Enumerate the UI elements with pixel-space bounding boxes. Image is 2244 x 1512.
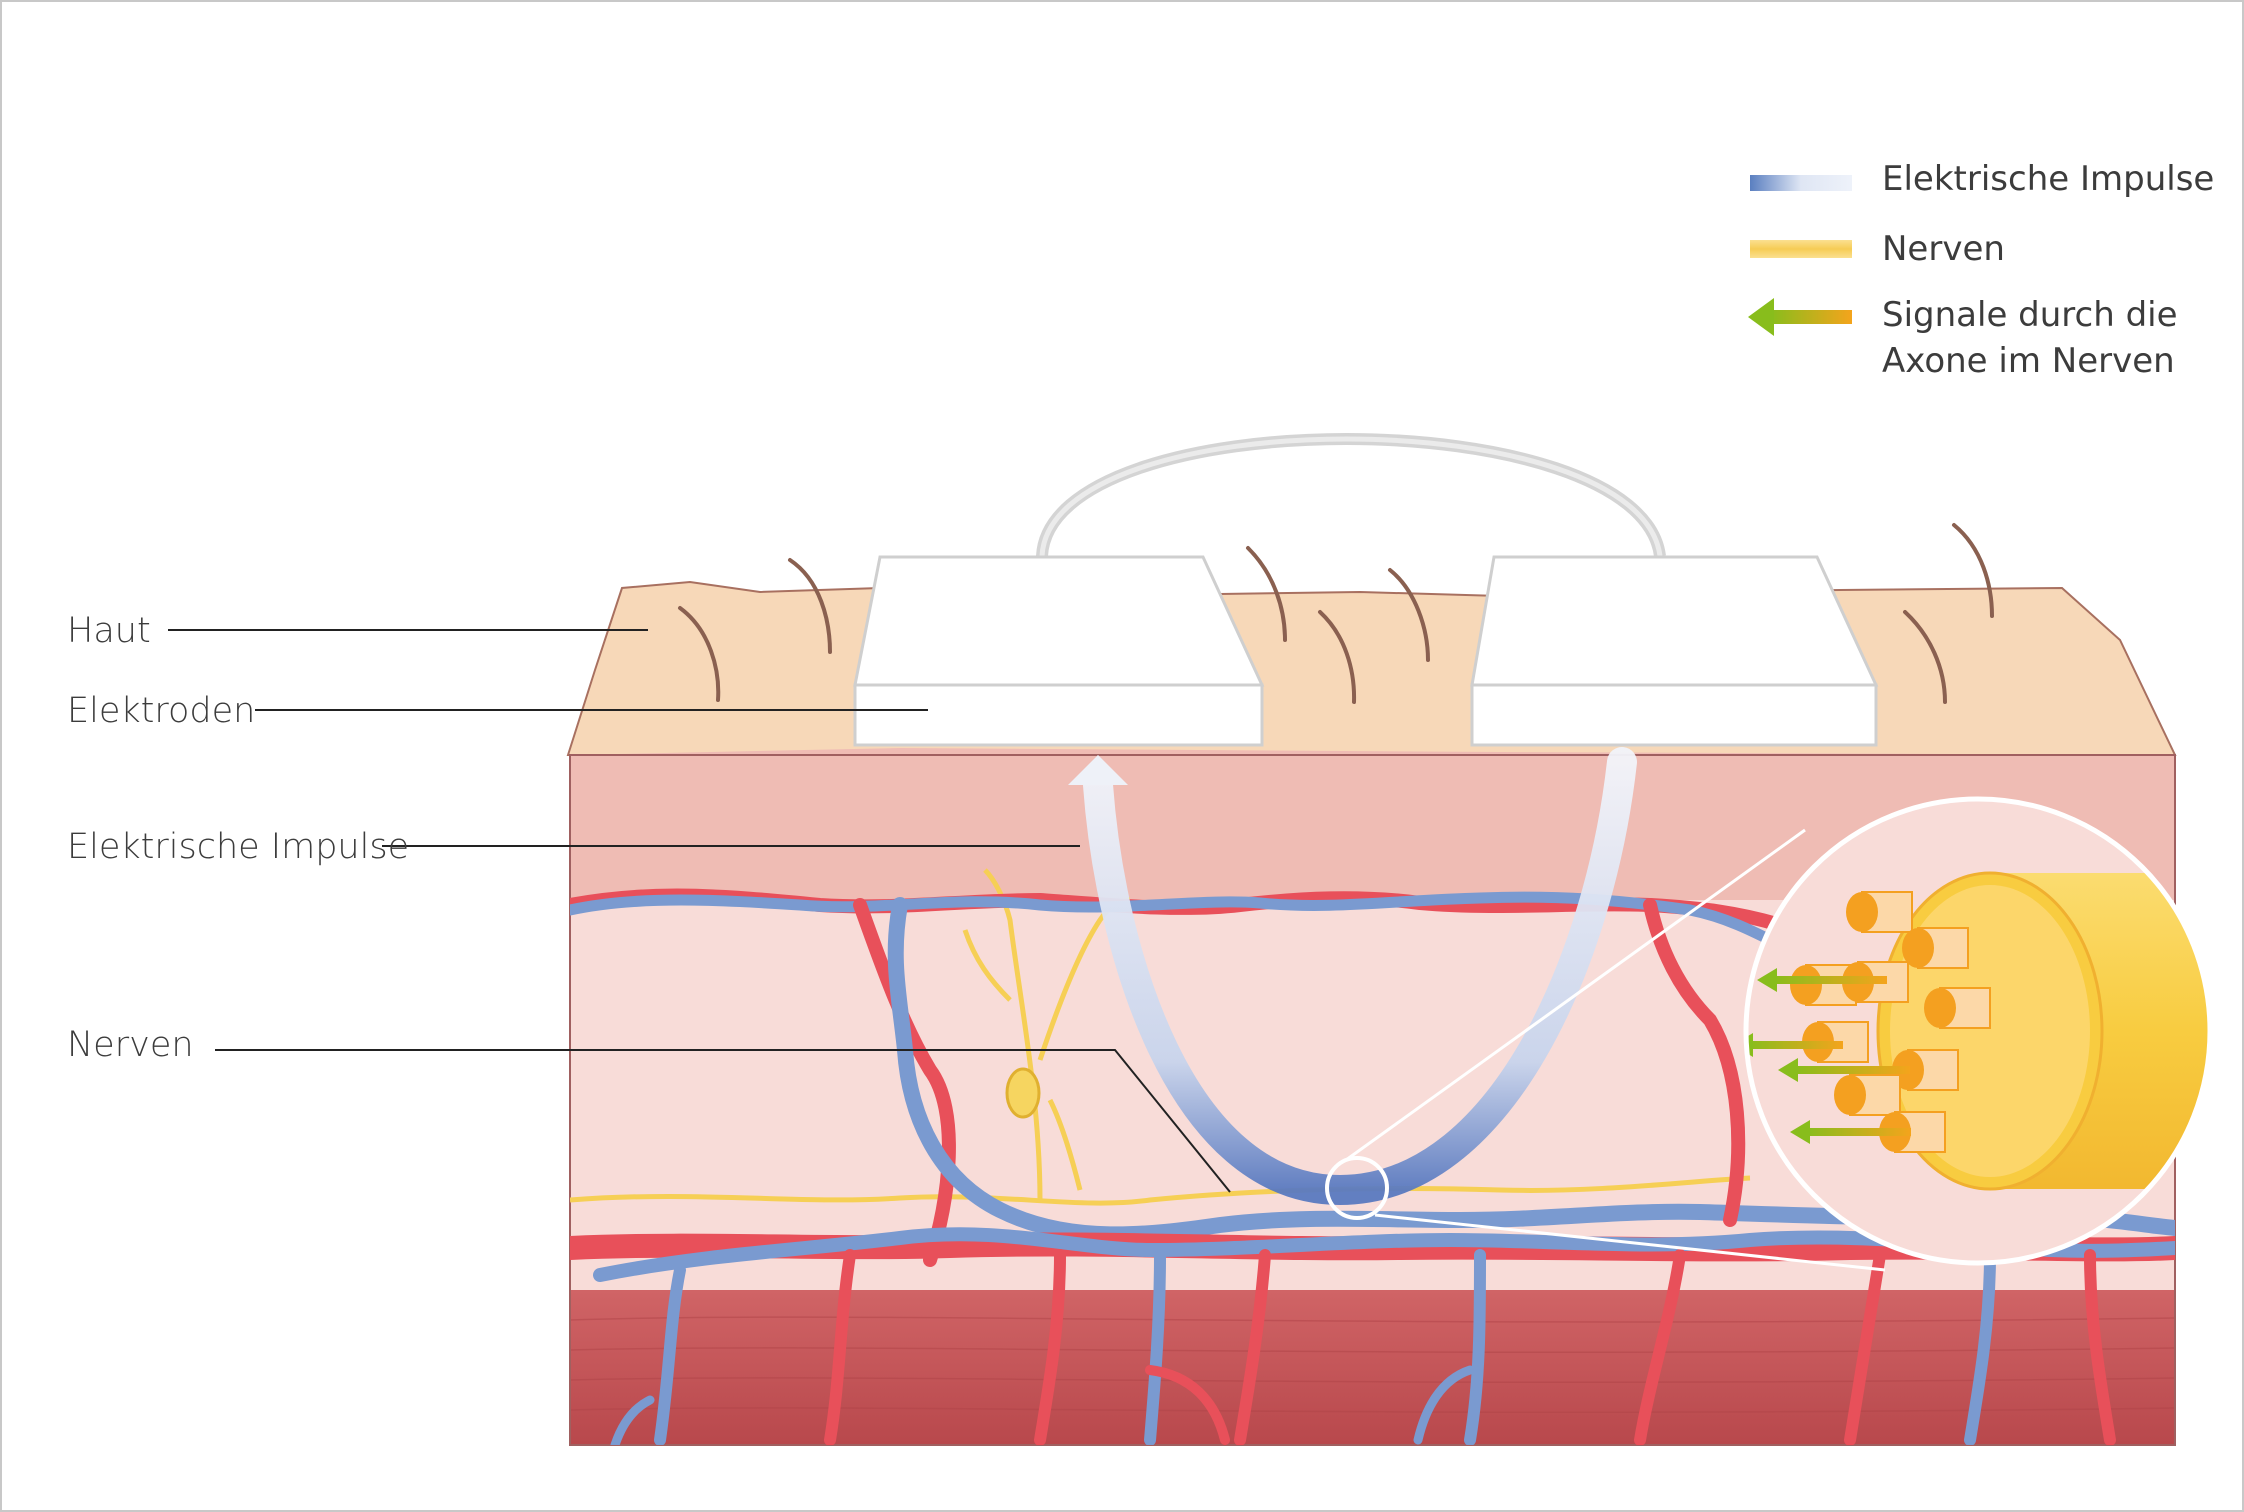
legend-nerve-swatch (1750, 240, 1852, 258)
legend-impulse-label: Elektrische Impulse (1882, 159, 2215, 199)
epidermis-layer (566, 580, 2177, 756)
nerve-receptor (1005, 1067, 1041, 1119)
muscle-fibers (570, 1316, 2175, 1414)
electrode-left (853, 555, 1265, 747)
label-nerven: Nerven (67, 1025, 194, 1065)
legend-impulse-swatch (1750, 175, 1852, 191)
hairs (678, 523, 1994, 704)
muscle-layer (570, 1290, 2175, 1445)
legend-signal-label-line1: Signale durch die (1882, 295, 2178, 335)
label-elektrische-impulse: Elektrische Impulse (67, 827, 410, 867)
label-haut: Haut (67, 611, 151, 651)
dermis-layer (570, 748, 2175, 900)
electrode-cable (1036, 433, 1666, 558)
impulse-arc (1083, 747, 1637, 1206)
legend-signal-label-line2: Axone im Nerven (1882, 341, 2175, 381)
legend-nerve-label: Nerven (1882, 229, 2005, 269)
legend-swatches (1748, 175, 1852, 336)
zoom-circle (1743, 796, 2213, 1266)
impulse-arrowhead (1068, 755, 1128, 785)
electrode-right (1470, 555, 1879, 747)
zoom-marker (1325, 1156, 1389, 1220)
leader-lines (168, 629, 1231, 1193)
label-elektroden: Elektroden (67, 691, 256, 731)
axon-signal-arrows (1748, 968, 1911, 1144)
legend-signal-arrow (1748, 298, 1852, 336)
